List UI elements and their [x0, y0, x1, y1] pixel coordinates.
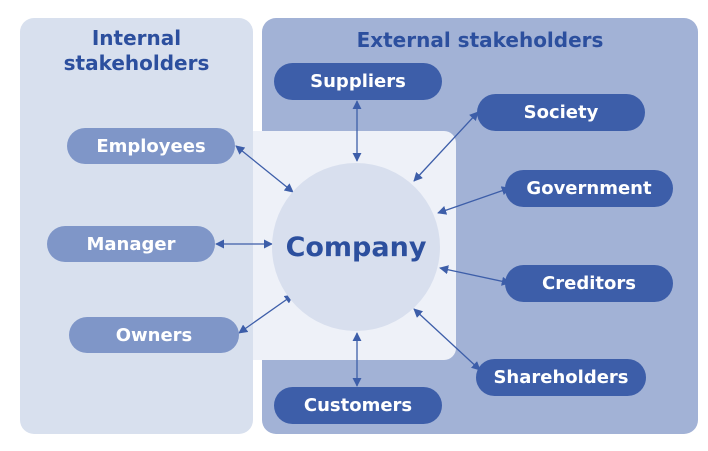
employees-node: Employees: [67, 128, 235, 164]
internal-stakeholders-title: Internal stakeholders: [20, 26, 253, 76]
creditors-node: Creditors: [505, 265, 673, 302]
society-node: Society: [477, 94, 645, 131]
suppliers-node: Suppliers: [274, 63, 442, 100]
company-node: Company: [272, 163, 440, 331]
customers-node: Customers: [274, 387, 442, 424]
manager-node: Manager: [47, 226, 215, 262]
internal-title-line-2: stakeholders: [63, 51, 210, 75]
internal-title-line-1: Internal: [91, 26, 182, 50]
external-stakeholders-title: External stakeholders: [356, 28, 604, 52]
government-node: Government: [505, 170, 673, 207]
shareholders-node: Shareholders: [476, 359, 646, 396]
owners-node: Owners: [69, 317, 239, 353]
